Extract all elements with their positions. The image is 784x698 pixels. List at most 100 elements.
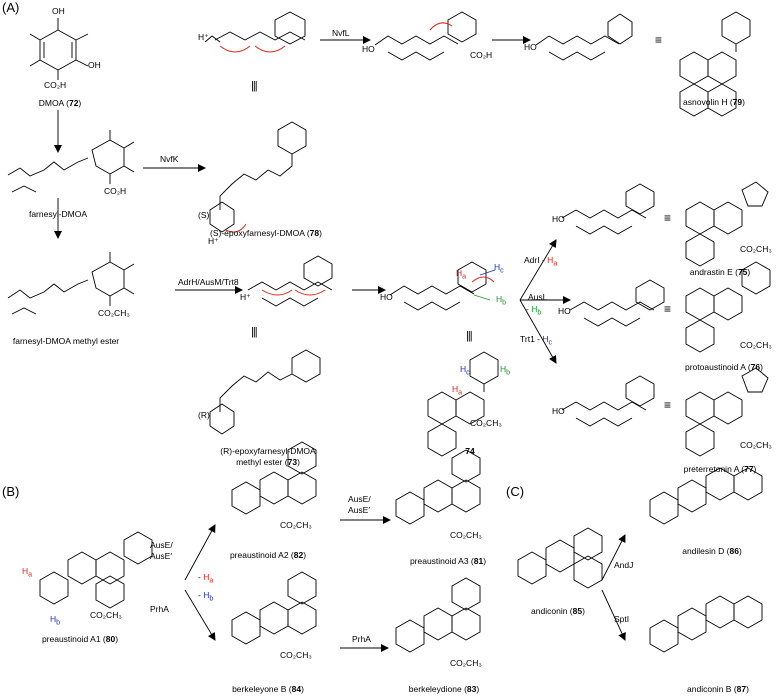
atom-co2ch3-a3: CO₂CH₃ [450,530,482,540]
atom-hb-a1: Hb [50,614,61,627]
equivalence-protoaustinoid: ≡ [664,302,672,316]
label-r-epoxy-line2: methyl ester (73) [236,457,300,467]
structure-farnesyl-dmoa-methyl-ester [7,252,135,315]
structure-dmoa [29,18,89,80]
atom-s-label: (S) [198,210,210,220]
enzyme-nvfk: NvfK [160,154,179,164]
atom-hb-74: Hb [500,364,511,377]
atom-co2ch3-farnesyl-me: CO₂CH₃ [98,308,130,318]
label-s-epoxyfarnesyl-dmoa: (S)-epoxyfarnesyl-DMOA (78) [210,228,322,238]
resonance-74: ||| [466,330,473,342]
structure-andiconin [517,527,603,589]
atom-co2ch3-74: CO₂CH₃ [470,418,502,428]
enzyme-ausl-hb: - Hb [526,304,542,317]
structure-andiconin-b [649,595,763,653]
label-andrastin-e: andrastin E (75) [689,267,751,277]
atom-ha-74-3d: Ha [456,268,467,281]
label-andiconin: andiconin (85) [531,606,585,616]
enzyme-nvfl: NvfL [332,28,350,38]
atom-hc-74-3d: Hc [494,262,504,275]
label-preaustinoid-a2: preaustinoid A2 (82) [229,550,307,560]
enzyme-ausl-name: AusL [528,292,548,302]
atom-co2h-farnesyl: CO₂H [104,186,127,196]
resonance-r-epoxy: ||| [251,326,258,338]
atom-h-plus-r: H⁺ [240,292,251,302]
atom-r-label: (R) [198,410,210,420]
structure-protoaustinoid-a [685,261,771,353]
panel-label-c: (C) [506,484,525,499]
atom-co2ch3-a1: CO₂CH₃ [90,610,122,620]
label-preterretonin-a: preterretonin A (77) [683,464,757,474]
structure-r-epoxide-cation [247,255,333,307]
label-andilesin-d: andilesin D (86) [682,546,742,556]
enzyme-prha-2: PrhA [352,634,371,644]
atom-h-plus-top: H⁺ [198,32,209,42]
enzyme-ause-a2-2: AusE′ [348,505,370,515]
structure-andrastin-e [685,181,769,267]
enzyme-ause-b1: AusE/ [150,540,173,550]
atom-ho-andrastin-3d: HO [552,214,565,224]
panel-label-a: (A) [2,0,20,15]
enzyme-adri-row: AdrI - Ha [524,255,558,268]
equivalence-asnovolin: ≡ [655,33,663,47]
atom-ho-protoaustinoid-3d: HO [558,306,571,316]
structure-berkeleydione [395,577,481,653]
enzyme-minus-hb: - Hb [198,590,214,603]
label-farnesyl-dmoa: farnesyl-DMOA [28,209,88,219]
enzyme-ause-a2-1: AusE/ [348,494,371,504]
atom-co2ch3-a2: CO₂CH₃ [280,520,312,530]
structure-farnesyl-dmoa [7,130,135,193]
label-preaustinoid-a1: preaustinoid A1 (80) [41,634,119,644]
label-andiconin-b: andiconin B (87) [687,684,749,694]
enzyme-sptl: SptI [614,614,630,624]
arrow-andj [601,534,626,581]
equivalence-preterretonin: ≡ [664,398,672,412]
atom-hb-74-3d: Hb [496,294,507,307]
structure-74-cation-3d [389,261,496,311]
structure-protoaustinoid-3d [569,279,665,327]
enzyme-minus-ha: - Ha [198,572,214,585]
arrow-trt1 [519,299,557,364]
atom-co2ch3-andrastin: CO₂CH₃ [740,244,772,254]
structure-asnovolin-h [679,11,751,117]
atom-ho-asnovolin-3d: HO [524,42,537,52]
structure-preaustinoid-a1 [39,531,153,609]
atom-ha-a1: Ha [22,566,33,579]
structure-asnovolin-3d [535,13,633,61]
label-compound-74: 74 [465,446,475,456]
atom-co2h-dmoa: CO₂H [44,80,67,90]
enzyme-prha-1: PrhA [150,604,169,614]
atom-oh-dmoa-top: OH [52,6,65,16]
structure-andilesin-d [649,467,763,525]
label-preaustinoid-a3: preaustinoid A3 (81) [409,556,487,566]
atom-co2ch3-protoaustinoid: CO₂CH₃ [740,340,772,350]
enzyme-andj: AndJ [614,560,634,570]
atom-ha-74: Ha [452,384,463,397]
label-protoaustinoid-a: protoaustinoid A (76) [685,362,763,372]
structure-epoxide-cation-top [204,11,306,53]
atom-co2ch3-preterretonin: CO₂CH₃ [740,440,772,450]
atom-co2h-nvfl: CO₂H [470,50,493,60]
structure-nvfl-intermediate [374,11,477,61]
structure-berkeleyone-b [231,571,317,645]
label-asnovolin-h: asnovolin H (79) [683,97,745,107]
atom-ho-74: HO [380,292,393,302]
resonance-top: ||| [251,80,258,92]
atom-ho-nvfl: HO [362,44,375,54]
arrow-adri [519,239,557,301]
structure-preterretonin-a [685,367,769,457]
structure-andrastin-3d [561,183,655,235]
panel-label-b: (B) [2,484,20,499]
structure-r-epoxyfarnesyl-dmoa-me [209,349,321,435]
enzyme-trt1-row: Trt1 - Hc [520,334,553,347]
atom-h-plus-s: H⁺ [208,236,219,246]
structure-74-flat [427,351,499,457]
enzyme-ause-b2: AusE′ [150,551,172,561]
arrow-prha-a1-b [184,589,216,641]
structure-preterretonin-3d [561,375,655,427]
label-farnesyl-dmoa-methyl-ester: farnesyl-DMOA methyl ester [12,336,120,346]
label-berkeleydione: berkeleydione (83) [408,684,480,694]
arrow-ause-a1-a2 [184,524,216,581]
arrow-sptl [601,589,626,641]
